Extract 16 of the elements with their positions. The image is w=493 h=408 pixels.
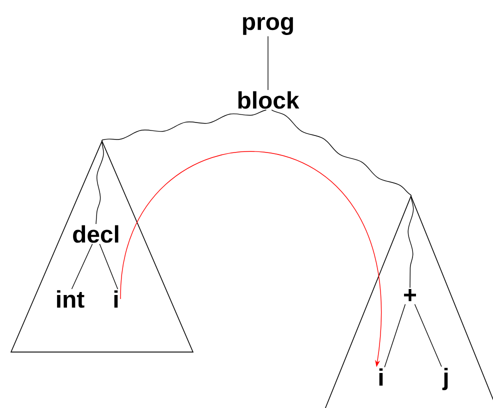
tree-label: int xyxy=(57,290,84,308)
tree-line xyxy=(71,244,93,290)
tree-line xyxy=(99,244,118,290)
tree-line xyxy=(384,304,406,368)
tree-label: block xyxy=(238,91,300,109)
tree-line xyxy=(102,110,267,140)
tree-label: i xyxy=(379,368,383,386)
tree-label: + xyxy=(404,289,416,302)
tree-label: decl xyxy=(73,225,118,243)
tree-line xyxy=(96,140,104,224)
tree-label: prog xyxy=(243,17,293,35)
tree-label: j xyxy=(442,368,448,390)
tree-line xyxy=(271,110,412,196)
tree-line xyxy=(408,194,414,288)
tree-line xyxy=(414,304,442,368)
tree-label: i xyxy=(114,290,118,308)
